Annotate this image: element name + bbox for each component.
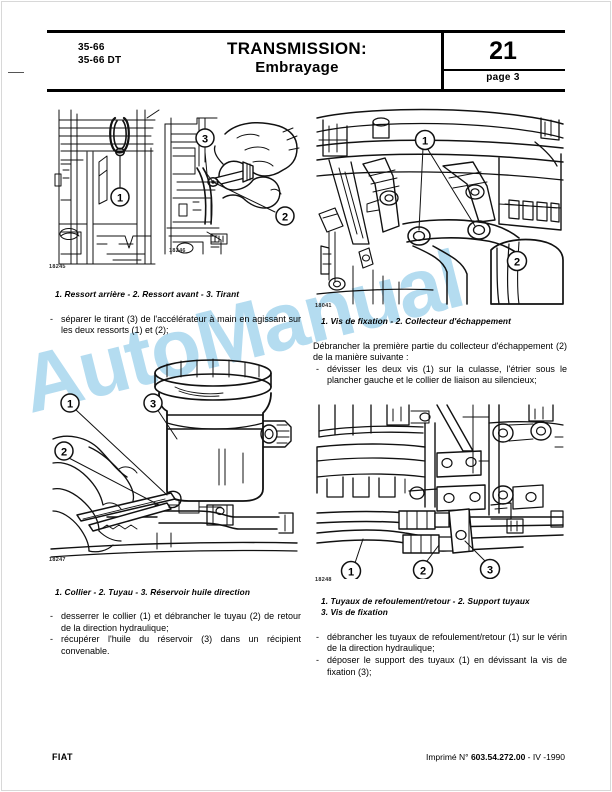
figure-id-18041: 18041 xyxy=(315,303,332,309)
footer-print-info: Imprimé N° 603.54.272.00 - IV -1990 xyxy=(426,752,565,762)
svg-text:1: 1 xyxy=(348,566,354,578)
figure-id-18248: 18248 xyxy=(315,576,332,583)
steps-list-drain-oil: desserrer le collier (1) et débrancher l… xyxy=(47,611,301,657)
page-title-sub: Embrayage xyxy=(255,59,339,76)
page-header: 35-66 35-66 DT TRANSMISSION: Embrayage 2… xyxy=(47,30,565,92)
step-item: débrancher les tuyaux de refoulement/ret… xyxy=(313,632,567,655)
right-column: 1 2 18041 1. Vis de fixation - 2. Collec… xyxy=(313,104,567,678)
caption-hoses-support-screw-line2: 3. Vis de fixation xyxy=(321,607,388,618)
svg-text:1: 1 xyxy=(422,136,428,148)
model-codes: 35-66 35-66 DT xyxy=(78,42,121,67)
figure-id-18247: 18247 xyxy=(49,556,66,563)
page-number-label: page 3 xyxy=(486,72,520,83)
chapter-number: 21 xyxy=(489,37,517,65)
caption-springs-linkage: 1. Ressort arrière - 2. Ressort avant - … xyxy=(55,289,240,299)
svg-text:2: 2 xyxy=(61,446,67,458)
footer-print-prefix: Imprimé N° xyxy=(425,752,469,762)
svg-text:2: 2 xyxy=(514,257,520,269)
steps-list-unscrew-screws: dévisser les deux vis (1) sur la culasse… xyxy=(313,364,567,387)
svg-text:2: 2 xyxy=(282,212,288,224)
steps-list-separate-rod: séparer le tirant (3) de l'accélérateur … xyxy=(47,314,301,337)
step-item: déposer le support des tuyaux (1) en dév… xyxy=(313,655,567,678)
step-item: récupérer l'huile du réservoir (3) dans … xyxy=(47,634,301,657)
figure-exhaust-manifold: 1 2 18041 xyxy=(313,104,567,309)
svg-text:2: 2 xyxy=(420,565,426,577)
footer-print-number: 603.54.272.00 xyxy=(470,752,526,762)
svg-text:3: 3 xyxy=(150,398,156,410)
drawing-hoses xyxy=(316,508,564,554)
drawing-pliers-tool xyxy=(76,490,182,532)
svg-text:1: 1 xyxy=(67,398,73,410)
model-code-1: 35-66 xyxy=(78,42,105,53)
caption-fixing-screws-manifold: 1. Vis de fixation - 2. Collecteur d'éch… xyxy=(321,316,511,326)
figure-steering-oil-reservoir: 1 2 3 18247 xyxy=(47,353,301,565)
caption-hoses-support-screw-line1: 1. Tuyaux de refoulement/retour - 2. Sup… xyxy=(321,595,530,606)
drawing-hand-throttle-rod: 3 2 xyxy=(164,117,300,255)
svg-text:3: 3 xyxy=(487,564,493,576)
step-item: desserrer le collier (1) et débrancher l… xyxy=(47,611,301,634)
left-column: 1 xyxy=(47,104,301,658)
drawing-chassis-hoses xyxy=(316,404,564,528)
footer-print-suffix: - IV -1990 xyxy=(527,752,565,762)
figure-hydraulic-hoses-support: 1 2 3 18248 xyxy=(313,401,567,583)
page-title: TRANSMISSION: Embrayage xyxy=(157,38,437,77)
step-item: séparer le tirant (3) de l'accélérateur … xyxy=(47,314,301,337)
steps-list-disconnect-hoses: débrancher les tuyaux de refoulement/ret… xyxy=(313,632,567,678)
caption-clamp-hose-reservoir: 1. Collier - 2. Tuyau - 3. Réservoir hui… xyxy=(55,586,251,597)
svg-text:3: 3 xyxy=(202,134,208,146)
drawing-rear-front-springs: 1 xyxy=(54,109,160,265)
figure-id-18246: 18246 xyxy=(169,248,186,254)
page-title-main: TRANSMISSION: xyxy=(227,39,367,58)
footer-brand: FIAT xyxy=(52,752,73,762)
drawing-engine-block xyxy=(316,108,564,305)
figure-id-18245: 18245 xyxy=(49,264,66,270)
svg-text:1: 1 xyxy=(117,193,123,205)
margin-tick-mark xyxy=(8,72,24,73)
header-vertical-divider xyxy=(441,33,444,89)
paragraph-disconnect-manifold: Débrancher la première partie du collect… xyxy=(313,340,567,363)
drawing-hand xyxy=(52,435,138,553)
figure-throttle-linkage: 1 xyxy=(47,104,301,276)
step-item: dévisser les deux vis (1) sur la culasse… xyxy=(313,364,567,387)
drawing-reservoir xyxy=(154,358,292,514)
header-horizontal-divider xyxy=(441,69,565,71)
model-code-2: 35-66 DT xyxy=(78,54,122,66)
